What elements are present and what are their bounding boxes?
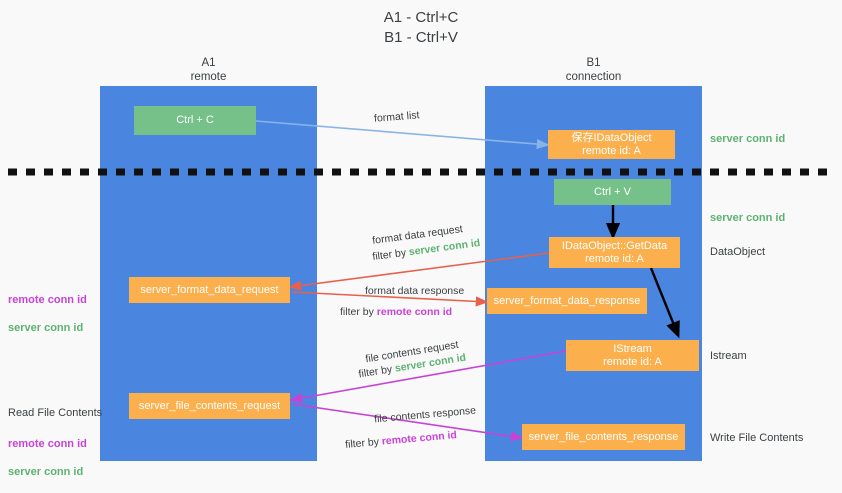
left-label-conn-ids-format: remote conn id server conn id: [8, 279, 87, 349]
column-header-a1: A1 remote: [190, 57, 227, 83]
arrow-label-format-list: format list: [373, 109, 420, 125]
right-label-server-conn-id-top: server conn id: [710, 133, 786, 145]
arrow-label-format-data-response-filter: filter by remote conn id: [340, 305, 452, 319]
box-server-file-contents-response[interactable]: server_file_contents_response: [522, 424, 685, 450]
box-server-file-contents-request[interactable]: server_file_contents_request: [129, 393, 290, 419]
right-label-server-conn-id-second: server conn id: [710, 212, 786, 224]
box-ctrl-c[interactable]: Ctrl + C: [134, 106, 256, 135]
left-label-remote-conn-id-2: remote conn id: [8, 438, 87, 450]
right-label-dataobject: DataObject: [710, 246, 766, 258]
box-idataobject-saved[interactable]: 保存IDataObject remote id: A: [548, 130, 675, 159]
left-label-read-file-heading: Read File Contents: [8, 407, 103, 419]
filter-value-remote-conn-id-1: remote conn id: [376, 306, 453, 318]
filter-by-text-3: filter by: [357, 362, 396, 381]
box-ctrl-v[interactable]: Ctrl + V: [554, 179, 671, 205]
filter-value-remote-conn-id-2: remote conn id: [381, 429, 458, 448]
box-istream[interactable]: IStream remote id: A: [566, 340, 699, 371]
left-label-server-conn-id-1: server conn id: [8, 322, 84, 334]
filter-by-text-4: filter by: [344, 435, 383, 451]
right-label-istream: Istream: [710, 350, 747, 362]
left-label-read-file-contents: Read File Contents remote conn id server…: [8, 392, 102, 493]
arrow-label-file-contents-response-filter: filter by remote conn id: [345, 428, 458, 452]
box-idataobject-getdata[interactable]: IDataObject::GetData remote id: A: [549, 237, 680, 268]
right-label-write-file-contents: Write File Contents: [710, 432, 804, 444]
left-label-remote-conn-id-1: remote conn id: [8, 294, 87, 306]
arrow-label-format-data-response: format data response: [365, 285, 465, 297]
box-server-format-data-request[interactable]: server_format_data_request: [129, 277, 290, 303]
box-server-format-data-response[interactable]: server_format_data_response: [487, 288, 647, 314]
filter-by-text-1: filter by: [371, 246, 410, 264]
left-label-server-conn-id-2: server conn id: [8, 466, 84, 478]
page-title: A1 - Ctrl+C B1 - Ctrl+V: [383, 9, 459, 46]
filter-by-text-2: filter by: [340, 306, 377, 318]
arrow-label-file-contents-response: file contents response: [373, 404, 477, 426]
column-header-b1: B1 connection: [565, 57, 622, 83]
